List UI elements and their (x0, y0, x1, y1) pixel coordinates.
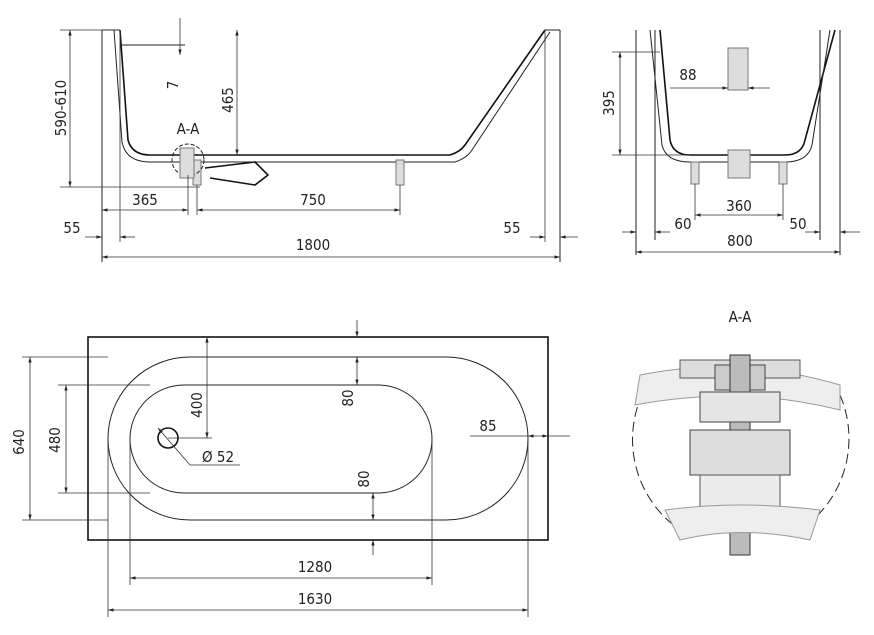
end-left-margin-label: 60 (674, 215, 691, 233)
end-right-margin-label: 50 (789, 215, 806, 233)
side-drain-offset-label: 365 (132, 191, 158, 209)
side-right-margin-label: 55 (503, 219, 520, 237)
side-height-range-label: 590-610 (52, 80, 70, 136)
plan-top-rim-label: 80 (339, 389, 357, 406)
plan-outer-width-label: 640 (10, 429, 28, 455)
detail-section-label: A-A (729, 308, 752, 326)
end-total-width-label: 800 (727, 232, 753, 250)
side-view: 590-610 7 465 A-A 365 750 55 55 1800 (52, 18, 578, 262)
plan-end-rim-label: 85 (479, 417, 496, 435)
plan-outer-length-label: 1630 (298, 590, 332, 608)
plan-drain-depth-label: 400 (188, 392, 206, 418)
side-inner-depth-label: 465 (219, 87, 237, 113)
plan-inner-length-label: 1280 (298, 558, 332, 576)
side-feet-spacing-label: 750 (300, 191, 326, 209)
plan-bottom-rim-label: 80 (355, 470, 373, 487)
end-view: 395 88 360 60 50 800 (600, 29, 860, 255)
side-rim-offset-label: 7 (164, 81, 182, 90)
plan-drain-diameter-label: Ø 52 (202, 448, 234, 466)
end-overflow-width-label: 88 (679, 66, 696, 84)
end-inner-depth-label: 395 (600, 90, 618, 116)
plan-outer-rect (87, 336, 549, 541)
side-left-margin-label: 55 (63, 219, 80, 237)
tub-profile (119, 29, 546, 156)
end-feet-spacing-label: 360 (726, 197, 752, 215)
side-total-length-label: 1800 (296, 236, 330, 254)
plan-inner-width-label: 480 (46, 427, 64, 453)
side-section-label: A-A (177, 120, 200, 138)
plan-rim-stadium (107, 356, 529, 521)
detail-view: A-A (632, 308, 850, 556)
plan-view: 640 480 400 80 80 85 Ø 52 1280 1630 (10, 320, 570, 617)
plan-basin-stadium (129, 384, 433, 494)
